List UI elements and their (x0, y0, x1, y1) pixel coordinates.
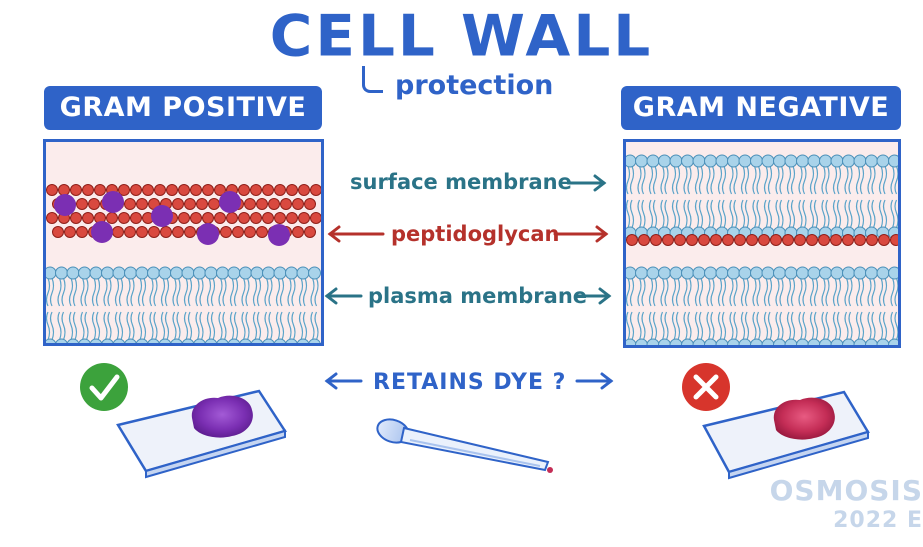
retains-arrow-right (575, 372, 614, 390)
page-title: CELL WALL (269, 2, 654, 70)
watermark-year: 2022 E (833, 508, 923, 533)
crystal-violet-dot (219, 191, 241, 213)
red-stain (773, 397, 835, 440)
plasma-membrane-left (46, 266, 321, 343)
surface-membrane-label: surface membrane (350, 170, 572, 194)
plasma-arrow-left (324, 287, 363, 305)
peptidoglycan-label: peptidoglycan (391, 222, 560, 246)
cross-icon (682, 363, 730, 411)
check-icon (80, 363, 128, 411)
crystal-violet-dot (102, 191, 124, 213)
peptidoglycan-thin-layer (626, 234, 898, 246)
peptidoglycan-row-1 (46, 184, 321, 196)
gram-positive-slide (116, 389, 287, 479)
peptidoglycan-arrow-left (327, 225, 385, 243)
plasma-membrane-label: plasma membrane (368, 284, 588, 308)
gram-negative-panel (623, 139, 901, 348)
crystal-violet-dot (197, 223, 219, 245)
gram-positive-panel (43, 139, 324, 346)
gram-positive-wall-svg (46, 184, 321, 343)
osmosis-watermark: OSMOSIS (769, 474, 923, 507)
surface-arrow (566, 174, 607, 192)
dropper-icon (376, 418, 553, 473)
crystal-violet-dot (268, 224, 290, 246)
retains-arrow-left (324, 372, 363, 390)
subtitle-hook (362, 66, 383, 93)
plasma-arrow-right (574, 287, 612, 305)
plasma-membrane-right (626, 266, 898, 345)
crystal-violet-dot (151, 205, 173, 227)
gram-positive-header: GRAM POSITIVE (44, 86, 322, 130)
gram-negative-slide (702, 390, 870, 480)
retains-dye-label: RETAINS DYE ? (373, 370, 567, 395)
peptidoglycan-arrow-right (553, 225, 609, 243)
subtitle: protection (395, 70, 554, 101)
crystal-violet-dot (54, 194, 76, 216)
crystal-violet-dot (91, 221, 113, 243)
gram-negative-wall-svg (626, 154, 898, 345)
gram-negative-header: GRAM NEGATIVE (621, 86, 901, 130)
purple-stain (191, 395, 253, 438)
